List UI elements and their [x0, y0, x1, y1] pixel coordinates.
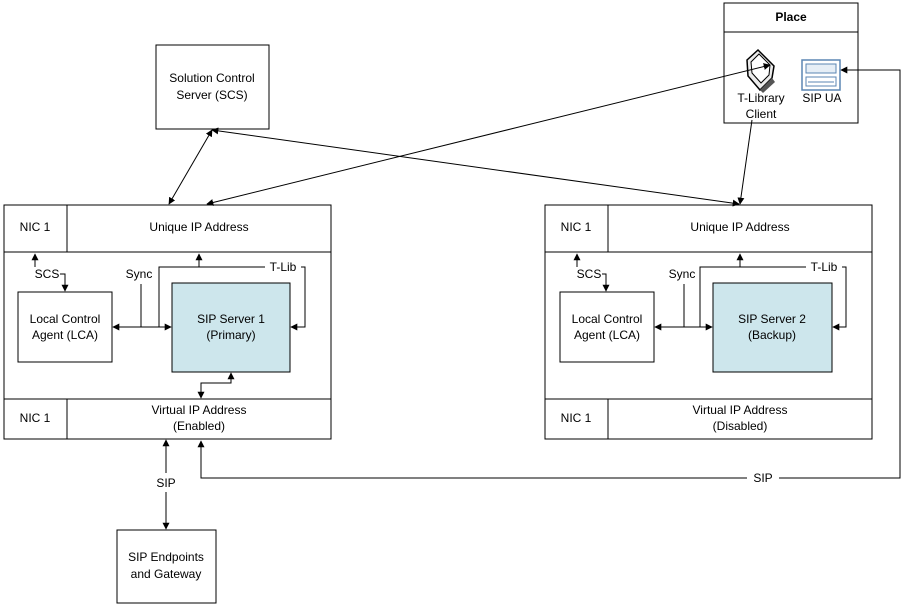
host-2: NIC 1 Unique IP Address NIC 1 Virtual IP…: [544, 204, 873, 440]
tlib-client-label-line2: Client: [746, 107, 777, 121]
sip-ua-link: [197, 66, 901, 479]
host2-lca-line2: Agent (LCA): [574, 328, 640, 342]
sip-ua-icon: [801, 59, 841, 91]
host1-virtual-ip-line1: Virtual IP Address: [152, 403, 247, 417]
host1-lca-line1: Local Control: [30, 312, 101, 326]
host2-server-line2: (Backup): [748, 328, 796, 342]
place-title: Place: [775, 10, 807, 24]
host2-scs-label: SCS: [577, 267, 602, 281]
scs-label-line1: Solution Control: [169, 71, 254, 85]
host2-lca-box: [559, 291, 655, 363]
host1-virtual-ip-line2: (Enabled): [173, 419, 225, 433]
host1-unique-ip: Unique IP Address: [149, 220, 248, 234]
host1-server-line1: SIP Server 1: [197, 312, 265, 326]
host1-lca-line2: Agent (LCA): [32, 328, 98, 342]
host2-virtual-ip-line1: Virtual IP Address: [693, 403, 788, 417]
scs-label-line2: Server (SCS): [176, 88, 247, 102]
tlib-host1-link: [206, 63, 771, 206]
scs-host2-link: [211, 127, 740, 207]
host1-sync-label: Sync: [126, 267, 153, 281]
host1-lca-box: [17, 291, 113, 363]
host2-virtual-ip-line2: (Disabled): [713, 419, 768, 433]
host1-server-line2: (Primary): [206, 328, 255, 342]
tlib-host2-link: [737, 119, 753, 205]
host2-server-line1: SIP Server 2: [738, 312, 806, 326]
endpoints-label-line2: and Gateway: [131, 567, 202, 581]
host1-tlib-label: T-Lib: [270, 260, 297, 274]
endpoints-label-line1: SIP Endpoints: [128, 550, 204, 564]
scs-host1-link: [168, 129, 213, 205]
host2-nic-top: NIC 1: [561, 220, 592, 234]
host1-scs-label: SCS: [35, 267, 60, 281]
sip-endpoints-link-label: SIP: [156, 476, 175, 490]
host2-sync-label: Sync: [669, 267, 696, 281]
scs-box: Solution Control Server (SCS): [155, 44, 270, 130]
host1-nic-top: NIC 1: [20, 220, 51, 234]
host2-tlib-label: T-Lib: [811, 260, 838, 274]
tlib-client-label-line1: T-Library: [737, 91, 784, 105]
host2-nic-bottom: NIC 1: [561, 411, 592, 425]
host1-nic-bottom: NIC 1: [20, 411, 51, 425]
host2-unique-ip: Unique IP Address: [690, 220, 789, 234]
host-1: NIC 1 Unique IP Address NIC 1 Virtual IP…: [3, 204, 332, 440]
sip-ua-label: SIP UA: [802, 91, 841, 105]
place-box: Place T-Library Client SIP UA: [723, 2, 859, 124]
sip-ua-link-label: SIP: [753, 471, 772, 485]
host2-lca-line1: Local Control: [572, 312, 643, 326]
sip-endpoints-box: SIP Endpoints and Gateway: [116, 529, 217, 604]
